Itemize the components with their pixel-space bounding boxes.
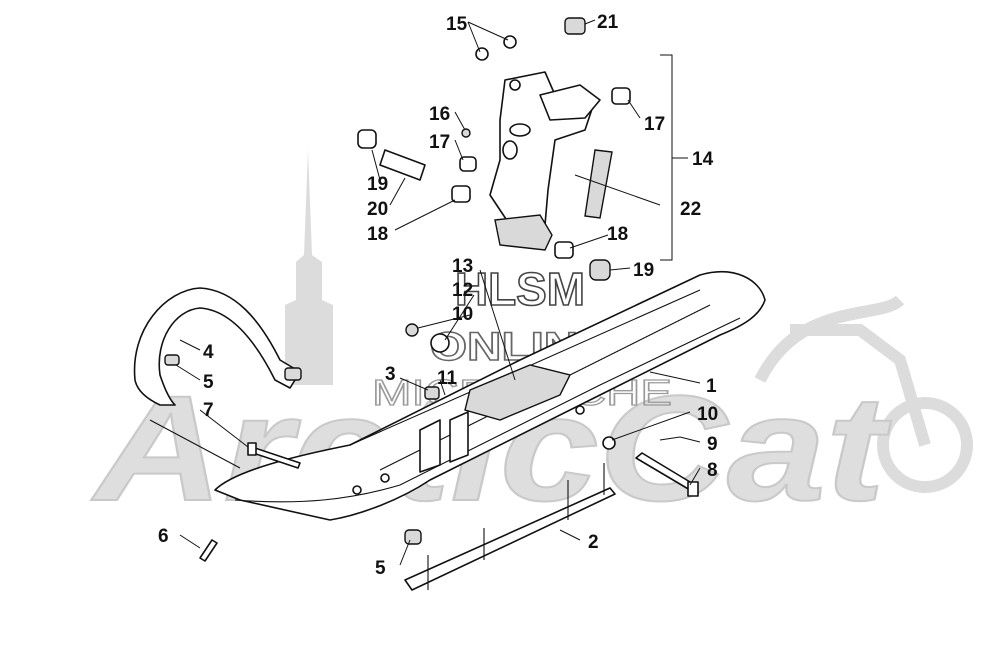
wear-bar [404,463,616,591]
spindle-assembly [489,71,613,251]
leader-lines [149,19,701,566]
nut-5-lower [404,529,422,545]
callout-4: 4 [203,342,214,363]
callout-9: 9 [707,434,718,455]
hardware [199,17,699,562]
callout-17-right: 17 [644,114,665,135]
bushing-18-right [554,241,574,259]
decal [584,149,613,219]
bushing-19-left [357,129,377,149]
callout-10-upper: 10 [452,304,473,325]
screw-6 [199,539,218,562]
bolt-8-head [687,481,699,497]
bushing-19-right [589,259,611,281]
washer-15b [503,35,517,49]
washer-15a [475,47,489,61]
ski-saddle [464,364,572,421]
callout-11: 11 [437,368,458,389]
nut-3 [424,386,440,400]
ski-keel-line [234,317,741,503]
bushing-17-right [611,87,631,105]
nut-10-upper [405,323,419,337]
handle-loop [133,287,301,406]
callout-14: 14 [692,149,714,170]
callout-5-upper: 5 [203,372,214,393]
callout-17-left: 17 [429,132,450,153]
ski-hole-1 [352,485,362,495]
callout-20: 20 [367,199,388,220]
callout-22: 22 [680,199,701,220]
spindle-hole-top [509,79,521,91]
callout-2: 2 [588,532,599,553]
callout-12: 12 [452,280,473,301]
spindle-lower-block [494,214,553,251]
washer-12 [430,333,450,353]
cap-21 [564,17,586,35]
callout-7: 7 [203,400,214,421]
bushing-18-left [451,185,471,203]
bolt-7-head [247,442,257,456]
callout-16: 16 [429,104,450,125]
callouts: 15 21 16 17 17 19 20 18 14 22 18 19 13 1… [158,12,718,579]
spindle-hole-mid [502,140,518,160]
handle-nut [164,354,180,366]
sleeve-20 [379,149,426,181]
spindle-slot [509,123,531,137]
fitting-16 [461,128,471,138]
ski-hole-2 [380,473,390,483]
callout-18-left: 18 [367,224,388,245]
callout-21: 21 [597,12,619,33]
callout-5-lower: 5 [375,558,386,579]
callout-13: 13 [452,256,473,277]
ski-body [214,271,766,521]
washer-10-lower [602,436,616,450]
callout-18-right: 18 [607,224,628,245]
ski-hole-3 [575,405,585,415]
callout-19-right: 19 [633,260,654,281]
ski-handle [133,287,302,406]
callout-15: 15 [446,14,468,35]
bushing-17-left [459,156,477,172]
handle-nut-right [284,367,302,381]
wear-bar-rod [404,487,616,591]
watermark-line-hlsm: HLSM [455,263,585,315]
watermark-spire [285,150,333,385]
callout-10-lower: 10 [697,404,718,425]
callout-8: 8 [707,460,718,481]
callout-1: 1 [706,376,717,397]
watermark-motorcycle [754,295,973,493]
callout-19-left: 19 [367,174,388,195]
ski-saddle-ribs [419,411,469,473]
callout-6: 6 [158,526,169,547]
callout-3: 3 [385,364,396,385]
pin-9 [659,436,681,441]
spindle-top-plate [539,84,601,121]
